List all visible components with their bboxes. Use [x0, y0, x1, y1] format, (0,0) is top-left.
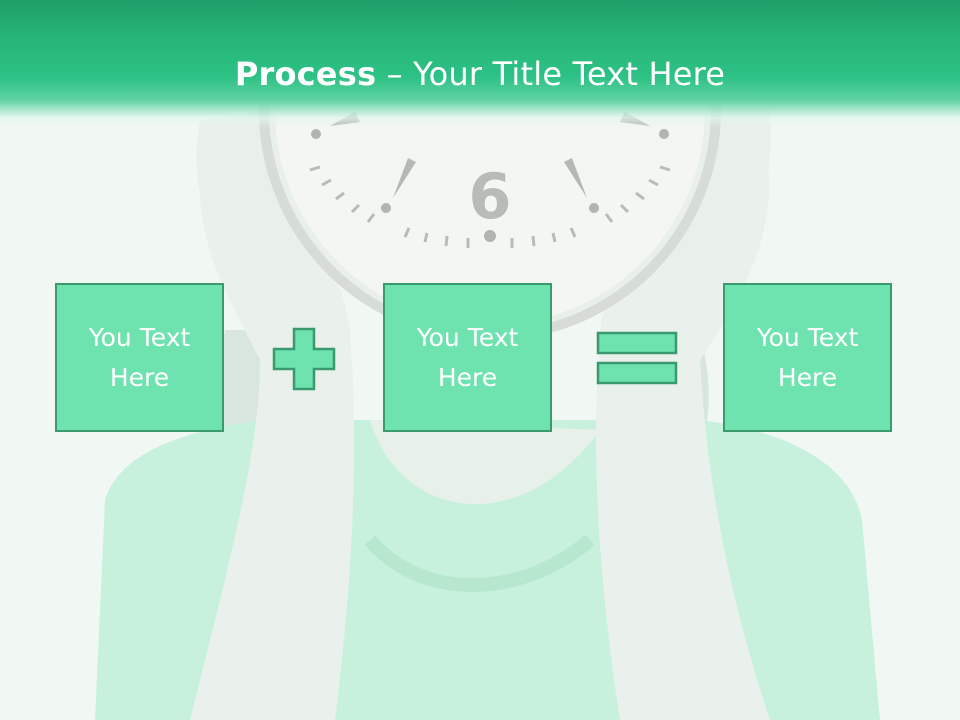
slide-title: Process – Your Title Text Here	[0, 52, 960, 96]
left-arm-shape	[190, 150, 355, 720]
text-box-2: You Text Here	[383, 283, 552, 432]
title-bold-part: Process	[234, 55, 377, 93]
title-bar	[0, 0, 960, 128]
text-box-3: You Text Here	[723, 283, 892, 432]
clock-numeral: 6	[468, 160, 511, 233]
plus-icon	[272, 327, 336, 391]
equals-icon	[596, 331, 678, 385]
title-rest-part: – Your Title Text Here	[376, 55, 726, 93]
text-box-1: You Text Here	[55, 283, 224, 432]
